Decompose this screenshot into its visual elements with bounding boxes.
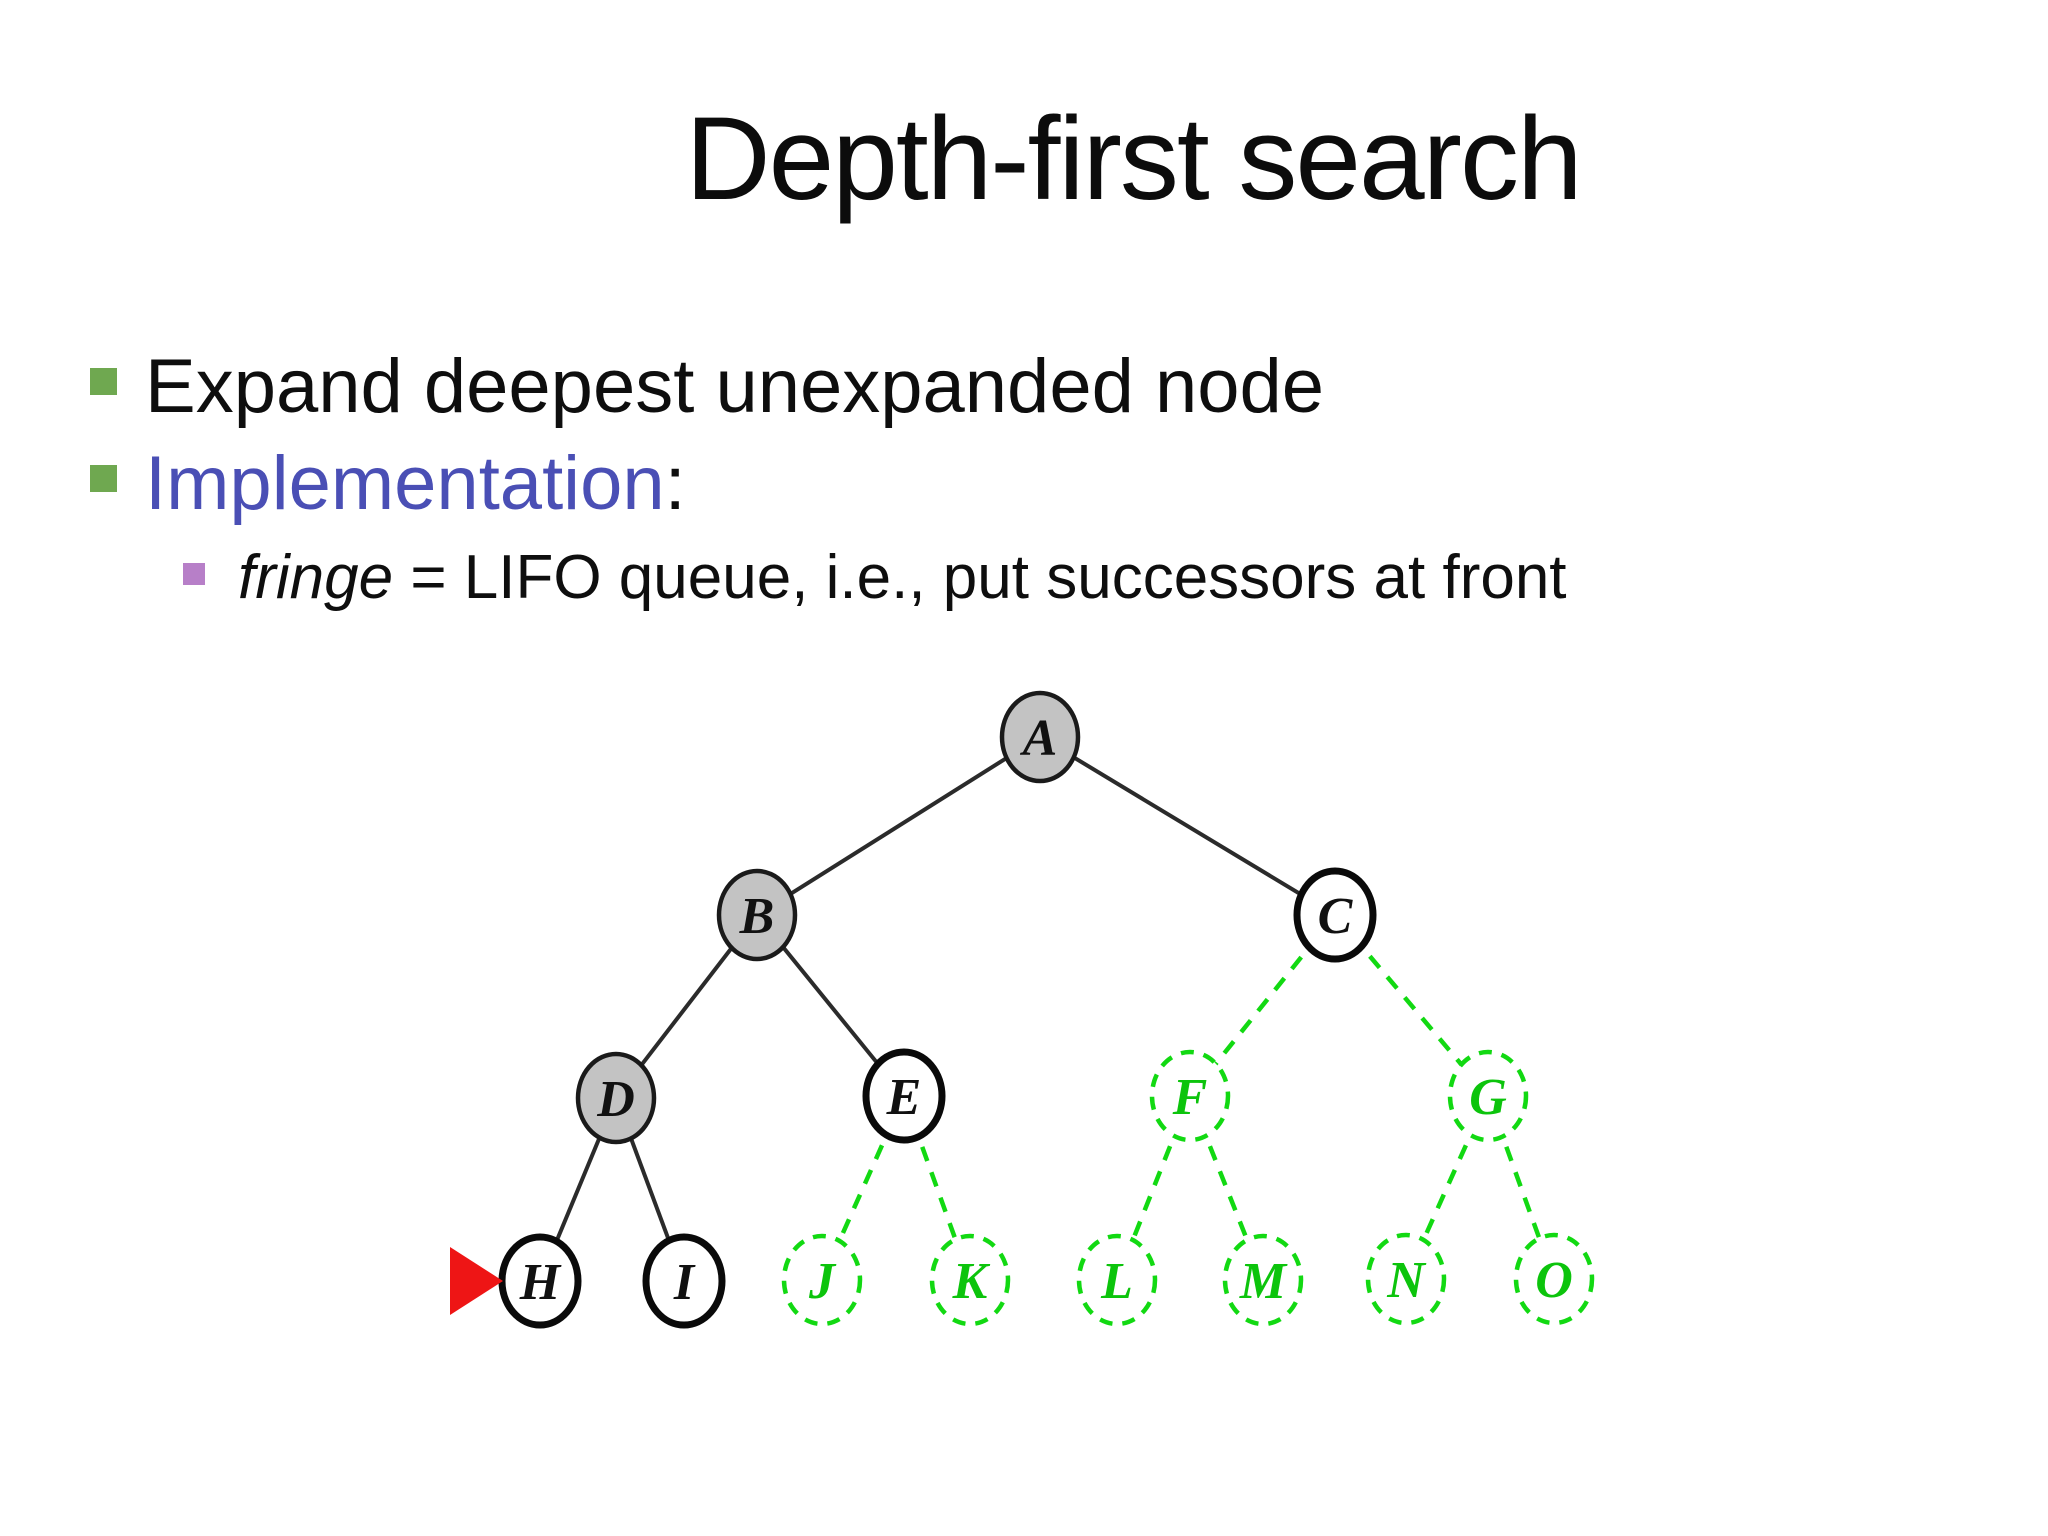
tree-node-label-I: I (673, 1254, 696, 1311)
tree-node-K (929, 1233, 1011, 1327)
tree-node-J (781, 1233, 863, 1327)
tree-edge-F-L (1114, 1095, 1193, 1281)
sub-bullet-fringe: fringe = LIFO queue, i.e., put successor… (238, 542, 1567, 613)
tree-node-I (642, 1233, 726, 1329)
tree-node-label-L: L (1100, 1253, 1133, 1310)
tree-edge-D-I (614, 1097, 686, 1282)
tree-node-label-N: N (1386, 1252, 1427, 1309)
slide-title: Depth-first search (685, 93, 1582, 225)
tree-edge-F-M (1187, 1095, 1266, 1281)
tree-node-G (1447, 1049, 1529, 1143)
tree-node-label-A: A (1020, 710, 1058, 767)
tree-edge-C-F (1188, 913, 1337, 1098)
tree-edge-A-B (755, 735, 1042, 917)
tree-edge-E-K (901, 1095, 973, 1281)
tree-node-C (1293, 867, 1377, 963)
bullet-implementation: Implementation: (145, 440, 686, 527)
implementation-label: Implementation (145, 441, 665, 526)
tree-edge-C-G (1333, 913, 1490, 1098)
fringe-rest: = LIFO queue, i.e., put successors at fr… (393, 543, 1567, 612)
tree-node-L (1076, 1233, 1158, 1327)
tree-node-label-C: C (1318, 888, 1354, 945)
tree-edge-B-D (614, 913, 759, 1100)
tree-node-H (498, 1233, 582, 1329)
tree-node-F (1149, 1049, 1231, 1143)
tree-edge-A-C (1038, 735, 1337, 917)
tree-node-label-J: J (808, 1253, 837, 1310)
tree-node-label-G: G (1469, 1069, 1507, 1126)
tree-node-D (575, 1051, 657, 1145)
implementation-colon: : (664, 441, 686, 526)
tree-node-O (1513, 1232, 1595, 1326)
tree-node-N (1365, 1232, 1447, 1326)
tree-edge-G-O (1485, 1095, 1557, 1280)
tree-node-label-E: E (886, 1069, 922, 1126)
tree-edge-B-E (755, 913, 906, 1098)
tree-node-label-O: O (1535, 1252, 1573, 1309)
tree-node-label-M: M (1239, 1253, 1288, 1310)
tree-node-E (862, 1048, 946, 1144)
tree-edge-D-H (538, 1097, 618, 1282)
tree-edge-E-J (819, 1095, 907, 1281)
tree-edge-G-N (1403, 1095, 1491, 1280)
fringe-term: fringe (238, 543, 394, 612)
bullet-expand-deepest: Expand deepest unexpanded node (145, 344, 1325, 429)
bullet-square-icon (90, 465, 117, 492)
current-node-arrow-icon (450, 1247, 503, 1315)
tree-node-label-B: B (739, 888, 775, 945)
tree-node-A (999, 690, 1081, 784)
sub-bullet-square-icon (183, 563, 205, 585)
tree-node-label-F: F (1172, 1069, 1208, 1126)
tree-node-B (716, 868, 798, 962)
tree-node-M (1222, 1233, 1304, 1327)
tree-node-label-K: K (952, 1253, 991, 1310)
tree-node-label-D: D (596, 1071, 635, 1128)
tree-node-label-H: H (519, 1254, 562, 1311)
bullet-square-icon (90, 368, 117, 395)
